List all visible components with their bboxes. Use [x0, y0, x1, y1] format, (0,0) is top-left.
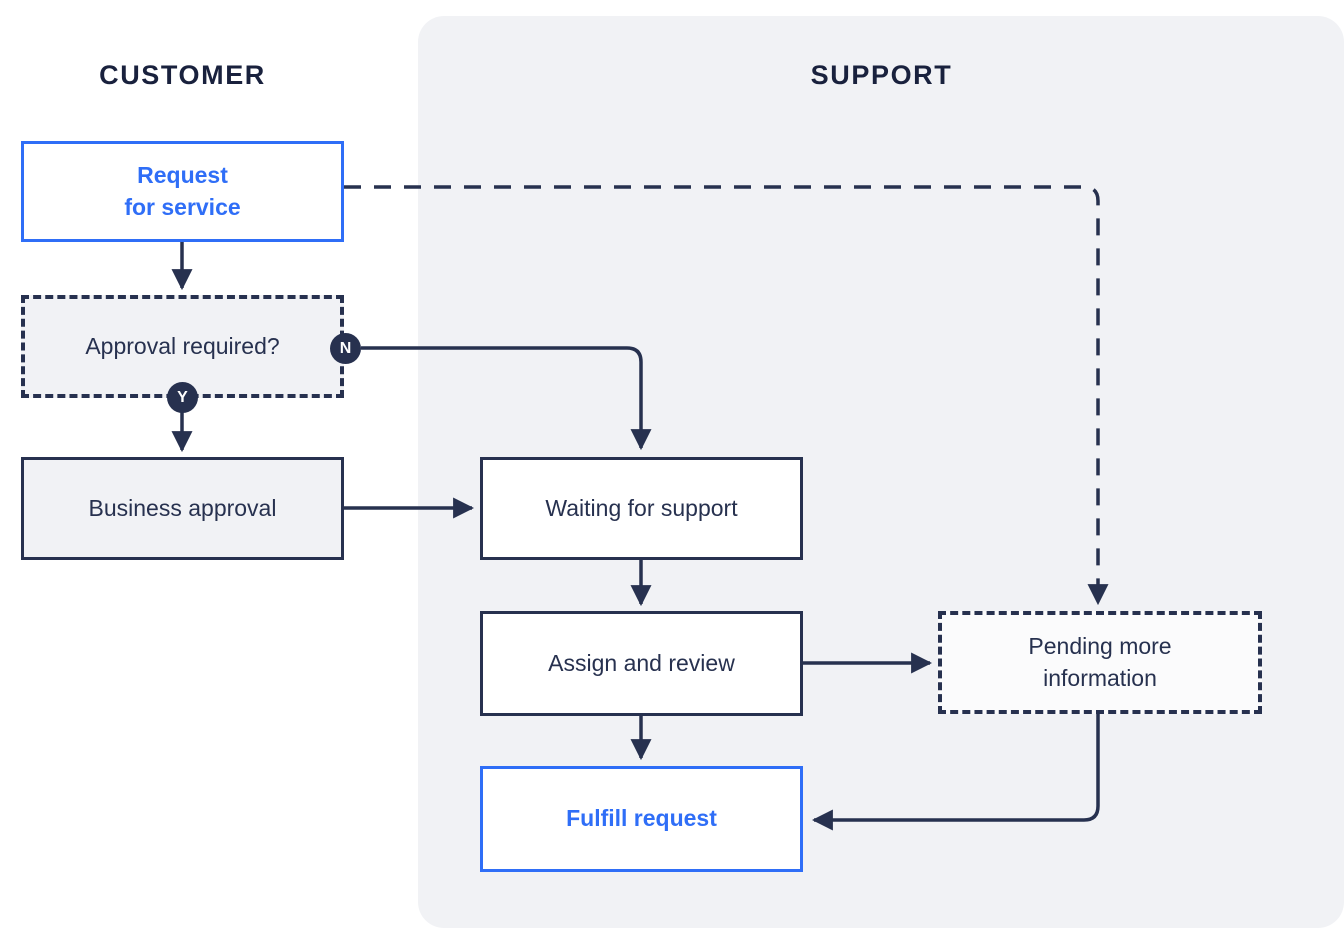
lane-title-customer: CUSTOMER: [99, 60, 266, 90]
node-request-for-service-line1: Request: [137, 162, 228, 189]
node-assign-and-review[interactable]: Assign and review: [480, 611, 803, 716]
node-business-approval-label: Business approval: [88, 494, 277, 521]
lane-title-support: SUPPORT: [810, 60, 953, 90]
edge-approval-no-to-waiting: [361, 346, 652, 451]
node-pending-more-information[interactable]: Pending more information: [938, 611, 1262, 714]
edge-request-to-pending: [344, 185, 1109, 606]
node-pending-more-information-line2: information: [1043, 664, 1157, 691]
no-badge[interactable]: N: [330, 333, 361, 364]
node-request-for-service[interactable]: Request for service: [21, 141, 344, 242]
node-approval-required-label: Approval required?: [85, 332, 280, 359]
node-waiting-for-support-label: Waiting for support: [545, 494, 738, 521]
no-badge-label: N: [339, 339, 352, 357]
yes-badge-label: Y: [177, 388, 188, 406]
node-pending-more-information-line1: Pending more: [1028, 633, 1172, 660]
yes-badge[interactable]: Y: [167, 382, 198, 413]
node-request-for-service-line2: for service: [124, 193, 241, 220]
node-fulfill-request-label: Fulfill request: [566, 805, 717, 832]
node-waiting-for-support[interactable]: Waiting for support: [480, 457, 803, 560]
edge-pending-to-fulfill: [811, 714, 1100, 831]
node-assign-and-review-label: Assign and review: [548, 649, 735, 676]
node-business-approval[interactable]: Business approval: [21, 457, 344, 560]
node-fulfill-request[interactable]: Fulfill request: [480, 766, 803, 872]
